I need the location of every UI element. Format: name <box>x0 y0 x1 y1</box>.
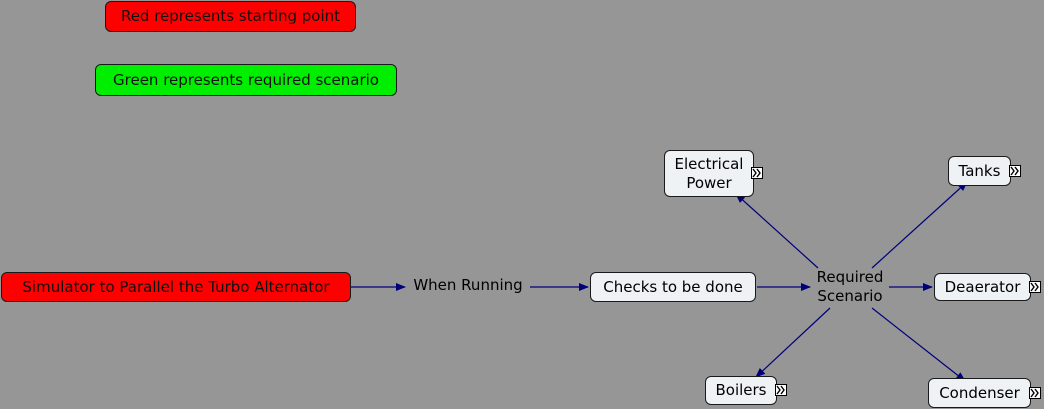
electrical-power-node[interactable]: Electrical Power <box>664 150 754 197</box>
when-running-label: When Running <box>413 276 523 294</box>
arrow-required-to-tanks <box>871 181 968 269</box>
arrow-required-to-boilers <box>755 307 831 378</box>
arrow-required-to-condenser <box>871 307 966 382</box>
deaerator-expand-icon[interactable] <box>1029 281 1041 293</box>
tanks-expand-icon[interactable] <box>1009 165 1021 177</box>
legend-red-node[interactable]: Red represents starting point <box>105 1 356 32</box>
legend-green-node[interactable]: Green represents required scenario <box>95 64 397 96</box>
checks-node[interactable]: Checks to be done <box>590 272 756 302</box>
condenser-expand-icon[interactable] <box>1029 387 1041 399</box>
electrical-expand-icon[interactable] <box>751 167 763 179</box>
start-node[interactable]: Simulator to Parallel the Turbo Alternat… <box>1 272 351 302</box>
deaerator-node[interactable]: Deaerator <box>934 273 1031 301</box>
required-scenario-label: Required Scenario <box>816 268 884 305</box>
tanks-node[interactable]: Tanks <box>948 156 1011 186</box>
boilers-expand-icon[interactable] <box>775 384 787 396</box>
boilers-node[interactable]: Boilers <box>705 376 777 405</box>
arrow-required-to-electrical <box>735 193 819 269</box>
condenser-node[interactable]: Condenser <box>928 378 1031 408</box>
